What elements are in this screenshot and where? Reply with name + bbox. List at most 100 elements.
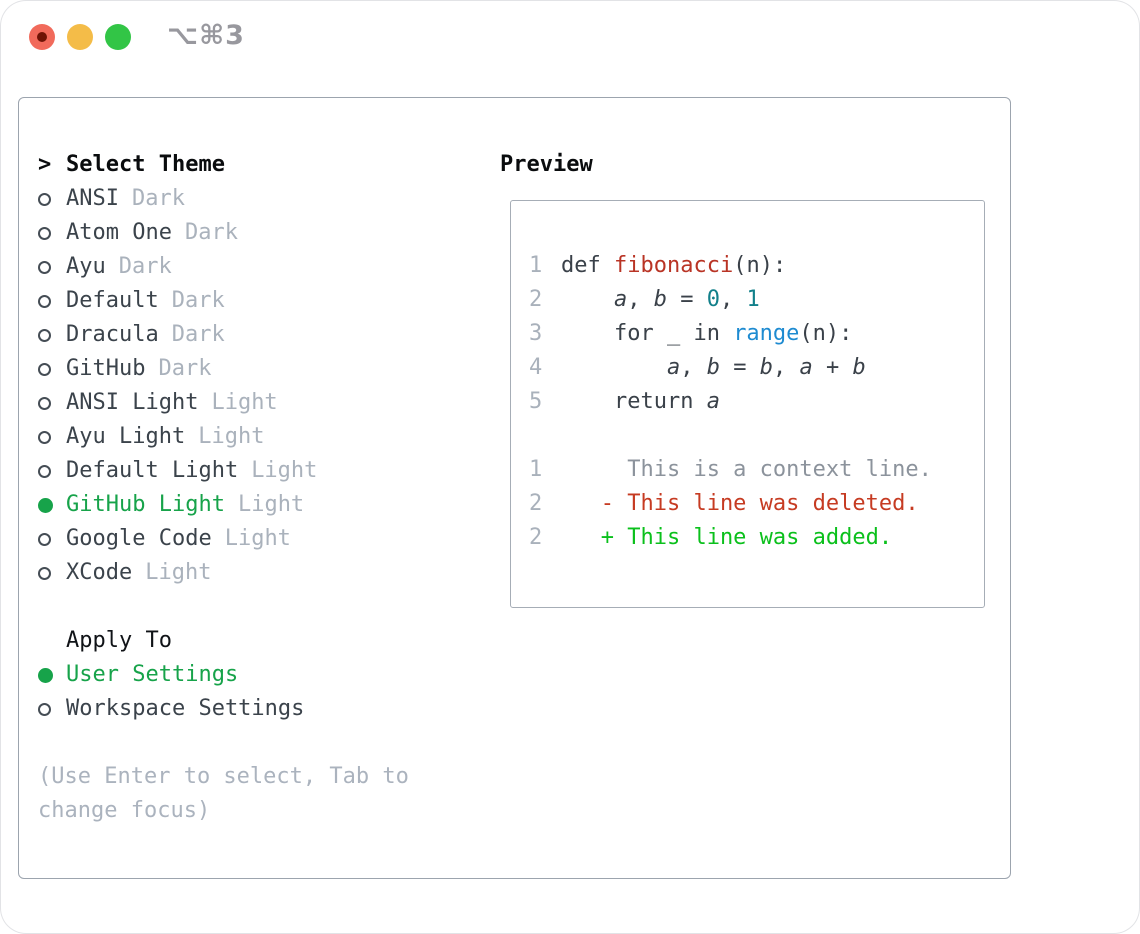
titlebar-traffic-lights xyxy=(29,24,131,50)
option-label: ANSI xyxy=(66,186,119,211)
line-content: return a xyxy=(561,389,720,414)
select-theme-title: Select Theme xyxy=(66,152,225,177)
radio-icon xyxy=(38,702,51,716)
radio-icon xyxy=(38,464,51,478)
option-label: User Settings xyxy=(66,662,239,687)
theme-option-github-light[interactable]: GitHub Light Light xyxy=(38,488,478,522)
theme-option-default-light[interactable]: Default Light Light xyxy=(38,454,478,488)
option-label: GitHub Light xyxy=(66,492,225,517)
option-variant-label: Dark xyxy=(131,186,185,211)
line-content: for _ in range(n): xyxy=(561,321,853,346)
theme-option-xcode[interactable]: XCode Light xyxy=(38,556,478,590)
theme-option-github[interactable]: GitHub Dark xyxy=(38,352,478,386)
minimize-button[interactable] xyxy=(67,24,93,50)
help-text: (Use Enter to select, Tab to change focus… xyxy=(38,760,478,828)
option-label: Ayu Light xyxy=(66,424,186,449)
line-number: 3 xyxy=(529,321,543,346)
preview-line: 1 def fibonacci(n): xyxy=(529,249,984,283)
line-number xyxy=(529,419,542,453)
theme-list: ANSI Dark Atom One Dark Ayu Dark Default… xyxy=(38,182,478,590)
select-theme-header: > Select Theme xyxy=(38,148,478,182)
option-variant-label: Light xyxy=(237,492,305,517)
option-label: Default Light xyxy=(66,458,239,483)
option-variant-label: Light xyxy=(145,560,212,585)
option-variant-label: Dark xyxy=(171,322,225,347)
radio-icon xyxy=(38,667,53,683)
radio-icon xyxy=(38,226,51,240)
theme-option-atom-one[interactable]: Atom One Dark xyxy=(38,216,478,250)
apply-option-user-settings[interactable]: User Settings xyxy=(38,658,478,692)
theme-option-ansi-light[interactable]: ANSI Light Light xyxy=(38,386,478,420)
help-line: (Use Enter to select, Tab to xyxy=(38,764,409,789)
option-variant-label: Dark xyxy=(158,356,212,381)
option-variant-label: Light xyxy=(198,424,265,449)
radio-icon xyxy=(38,260,51,274)
apply-to-title: Apply To xyxy=(66,628,172,653)
theme-option-default[interactable]: Default Dark xyxy=(38,284,478,318)
theme-option-ayu[interactable]: Ayu Dark xyxy=(38,250,478,284)
apply-to-header: Apply To xyxy=(38,624,478,658)
apply-option-workspace-settings[interactable]: Workspace Settings xyxy=(38,692,478,726)
preview-line: 2 - This line was deleted. xyxy=(529,487,984,521)
option-label: ANSI Light xyxy=(66,390,199,415)
radio-icon xyxy=(38,566,51,580)
line-number: 2 xyxy=(529,525,543,550)
spacer xyxy=(38,590,478,624)
radio-icon xyxy=(38,396,51,410)
apply-to-list: User Settings Workspace Settings xyxy=(38,658,478,726)
preview-line: 2 + This line was added. xyxy=(529,521,984,555)
theme-option-ayu-light[interactable]: Ayu Light Light xyxy=(38,420,478,454)
line-number: 2 xyxy=(529,491,543,516)
line-content: This is a context line. xyxy=(561,457,932,482)
option-variant-label: Dark xyxy=(118,254,172,279)
preview-line: 5 return a xyxy=(529,385,984,419)
preview-line: 1 This is a context line. xyxy=(529,453,984,487)
prompt-icon: > xyxy=(38,152,52,177)
line-content: a, b = b, a + b xyxy=(666,355,866,380)
help-line: change focus) xyxy=(38,798,211,823)
radio-icon xyxy=(38,328,51,342)
theme-option-ansi[interactable]: ANSI Dark xyxy=(38,182,478,216)
theme-option-google-code[interactable]: Google Code Light xyxy=(38,522,478,556)
line-number: 5 xyxy=(529,389,543,414)
window-shortcut-label: ⌥⌘3 xyxy=(167,20,245,51)
line-content: a, b = 0, 1 xyxy=(613,287,760,312)
option-variant-label: Dark xyxy=(184,220,238,245)
option-variant-label: Light xyxy=(224,526,291,551)
line-content: - This line was deleted. xyxy=(561,491,919,516)
preview-code: 1 def fibonacci(n): 2 a, b = 0, 1 3 for … xyxy=(529,249,984,555)
zoom-button[interactable] xyxy=(105,24,131,50)
radio-icon xyxy=(38,497,53,513)
option-label: Google Code xyxy=(66,526,212,551)
radio-icon xyxy=(38,532,51,546)
preview-box: 1 def fibonacci(n): 2 a, b = 0, 1 3 for … xyxy=(510,200,985,608)
option-variant-label: Dark xyxy=(171,288,225,313)
radio-icon xyxy=(38,430,51,444)
line-number: 4 xyxy=(529,355,543,380)
line-number: 2 xyxy=(529,287,543,312)
radio-icon xyxy=(38,294,51,308)
option-label: XCode xyxy=(66,560,133,585)
option-label: Dracula xyxy=(66,322,159,347)
line-content: + This line was added. xyxy=(561,525,893,550)
preview-line: 2 a, b = 0, 1 xyxy=(529,283,984,317)
radio-icon xyxy=(38,192,51,206)
line-number: 1 xyxy=(529,457,543,482)
option-label: Workspace Settings xyxy=(66,696,305,721)
preview-title: Preview xyxy=(500,152,593,177)
option-variant-label: Light xyxy=(211,390,278,415)
line-number: 1 xyxy=(529,253,543,278)
preview-line xyxy=(529,419,984,453)
theme-option-dracula[interactable]: Dracula Dark xyxy=(38,318,478,352)
option-label: Ayu xyxy=(66,254,106,279)
spacer xyxy=(38,726,478,760)
preview-line: 3 for _ in range(n): xyxy=(529,317,984,351)
close-button[interactable] xyxy=(29,24,55,50)
theme-selector-column: > Select Theme ANSI Dark Atom One Dark A… xyxy=(38,148,478,828)
option-label: Default xyxy=(66,288,159,313)
preview-line: 4 a, b = b, a + b xyxy=(529,351,984,385)
line-content: def fibonacci(n): xyxy=(561,253,787,278)
option-variant-label: Light xyxy=(251,458,318,483)
